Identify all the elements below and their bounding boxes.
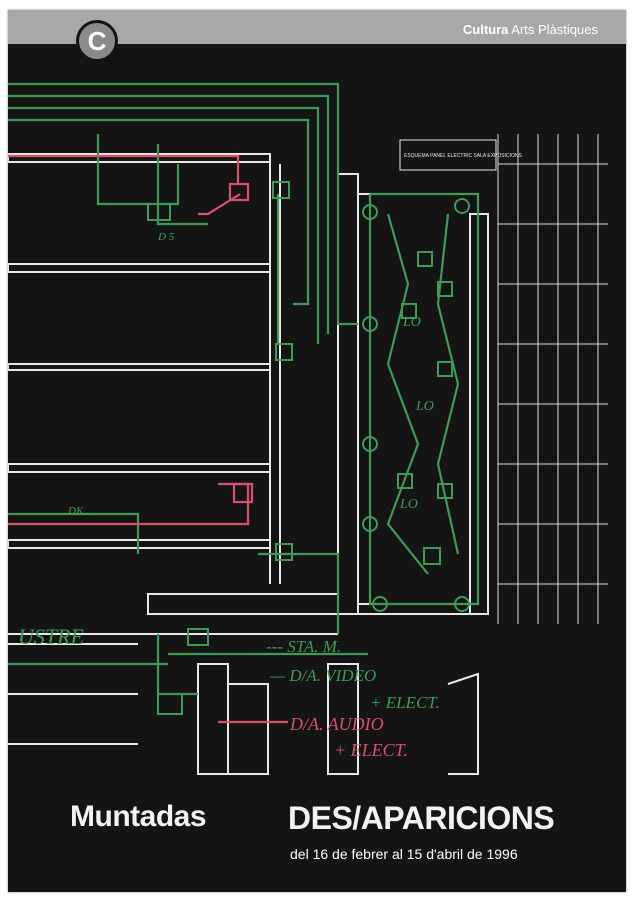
green-wiring (8, 82, 480, 696)
handwritten-notes: D 5 LO LO LO DK USTRE --- STA. M. — D/A.… (18, 231, 440, 760)
note-lo-2: LO (415, 399, 434, 414)
green-boxes (147, 181, 470, 715)
brand-label: Cultura Arts Plàstiques (463, 22, 598, 37)
brand-bold: Cultura (462, 22, 509, 37)
note-ustre: USTRE (18, 624, 85, 649)
note-lo-1: LO (402, 315, 421, 330)
note-video: — D/A. VIDEO (269, 666, 376, 685)
cultura-logo-badge: C (76, 20, 118, 62)
note-sta: --- STA. M. (266, 637, 341, 656)
note-lo-3: LO (399, 497, 418, 512)
exhibition-dates: del 16 de febrer al 15 d'abril de 1996 (290, 846, 518, 862)
note-audio: D/A. AUDIO (289, 714, 384, 734)
note-elect-1: + ELECT. (370, 693, 440, 712)
red-wiring (8, 154, 288, 724)
note-d5: D 5 (157, 231, 175, 243)
legend-box-text: ESQUEMA PANEL ELECTRIC SALA EXPOSICIONS (404, 153, 522, 159)
legend-box (399, 139, 497, 171)
exhibition-title: DES/APARICIONS (288, 800, 555, 836)
plan-lines (8, 153, 489, 775)
electrical-floor-plan: ESQUEMA PANEL ELECTRIC SALA EXPOSICIONS (8, 82, 608, 775)
brand-rest: Arts Plàstiques (508, 22, 598, 37)
artist-name: Muntadas (70, 800, 207, 833)
note-elect-2: + ELECT. (334, 740, 408, 760)
plan-grid (497, 134, 608, 624)
exhibition-card: C Cultura Arts Plàstiques (8, 10, 626, 892)
note-dk: DK (67, 505, 84, 517)
